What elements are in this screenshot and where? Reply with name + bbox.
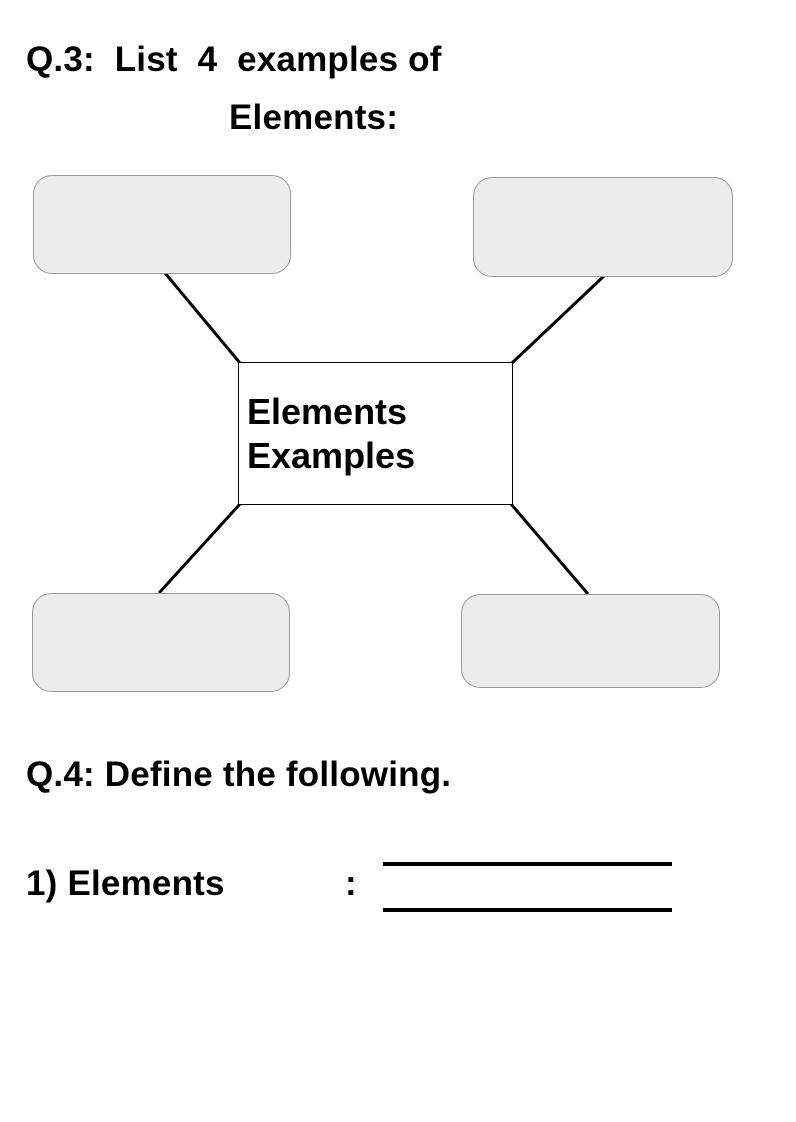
answer-box-top-left[interactable]	[33, 175, 291, 274]
connector-bottom-right-line	[509, 503, 590, 595]
answer-box-top-right[interactable]	[473, 177, 733, 277]
define-item-1-label: 1) Elements	[26, 864, 225, 903]
answer-box-bottom-left[interactable]	[32, 593, 290, 692]
center-node-line-1: Elements	[247, 390, 408, 432]
answer-box-bottom-right[interactable]	[461, 594, 720, 688]
question-3-heading-line-2: Elements:	[229, 98, 399, 137]
define-item-1-answer-line-1[interactable]	[383, 862, 672, 866]
define-item-1-colon: :	[345, 864, 357, 903]
question-4-heading: Q.4: Define the following.	[26, 755, 452, 794]
define-item-1-answer-line-2[interactable]	[383, 908, 672, 912]
connector-top-left-line	[163, 272, 242, 364]
connector-top-right-line	[510, 274, 606, 365]
concept-map-center-node: Elements Examples	[238, 362, 513, 505]
center-node-line-2: Examples	[247, 434, 416, 476]
question-3-heading-line-1: Q.3: List 4 examples of	[26, 40, 442, 79]
connector-bottom-left-line	[157, 502, 242, 595]
